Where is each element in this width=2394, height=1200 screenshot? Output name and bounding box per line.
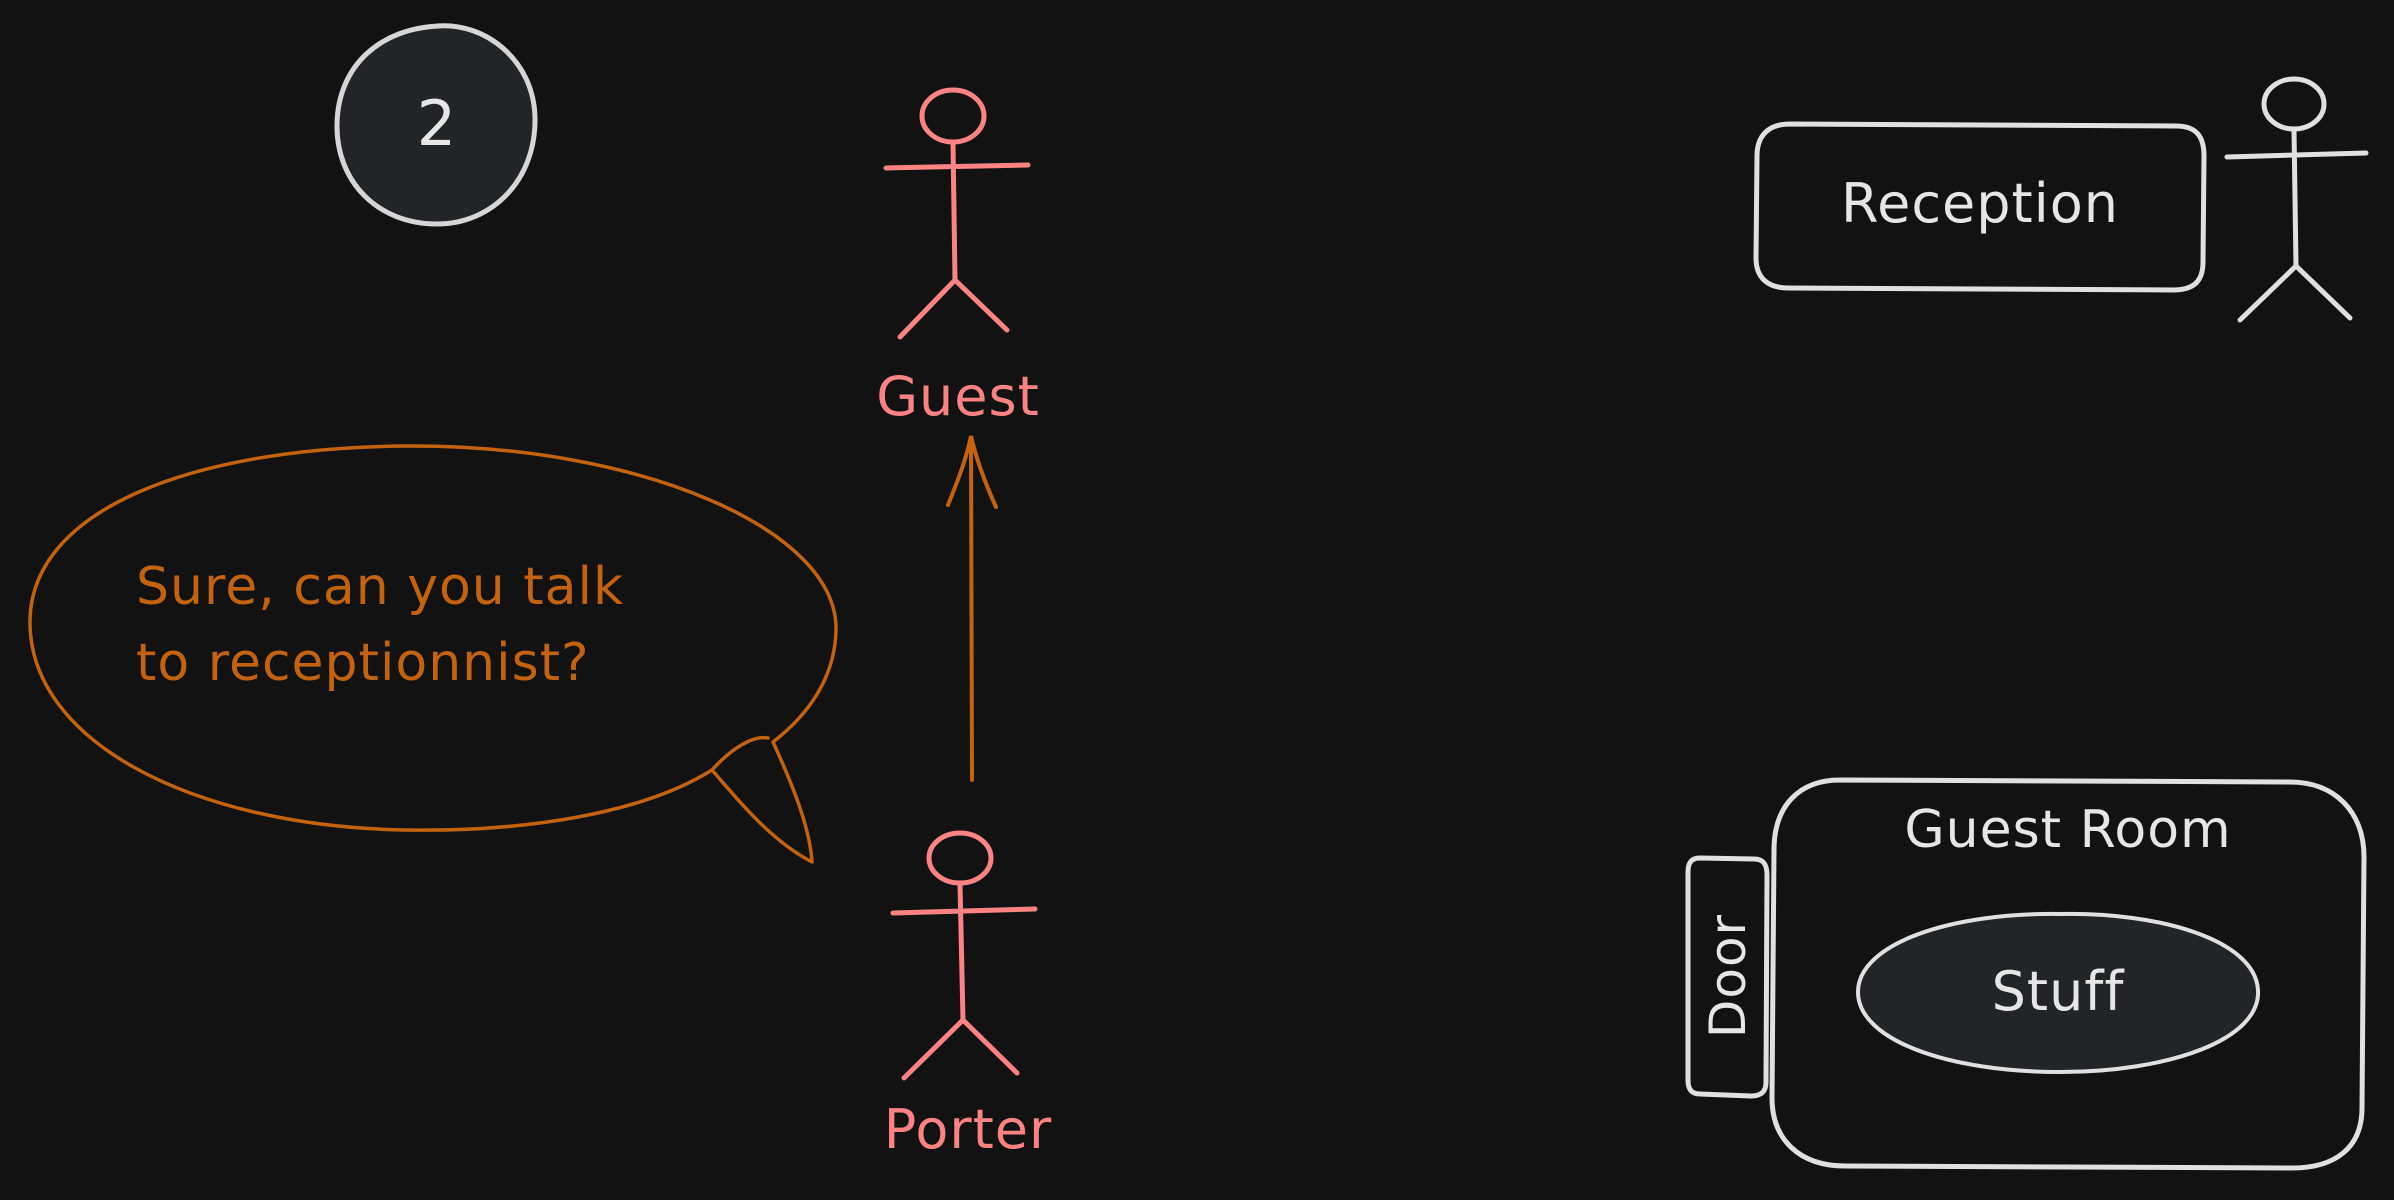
receptionist-actor xyxy=(2224,76,2369,323)
guest-room-walls xyxy=(1769,777,2367,1171)
stuff-label: Stuff xyxy=(1992,960,2126,1023)
guest-label: Guest xyxy=(876,365,1040,428)
speech-bubble-line-1: Sure, can you talk xyxy=(136,557,624,617)
request-arrow-head xyxy=(946,435,998,509)
guest-actor-body xyxy=(950,140,958,283)
speech-bubble: Sure, can you talk to receptionnist? xyxy=(28,444,838,864)
door-label: Door xyxy=(1699,914,1757,1038)
guest-actor-head xyxy=(919,87,987,145)
request-arrow xyxy=(946,435,998,782)
porter-actor-legs xyxy=(901,1016,1020,1081)
guest-room-title: Guest Room xyxy=(1904,800,2231,860)
receptionist-actor-head xyxy=(2261,76,2327,132)
reception-box xyxy=(1753,121,2207,293)
guest-actor xyxy=(883,87,1031,340)
receptionist-actor-legs xyxy=(2237,262,2353,323)
guest-actor-legs xyxy=(897,276,1010,340)
reception-label: Reception xyxy=(1841,172,2119,235)
guest-room: Guest Room Stuff Door xyxy=(1685,777,2367,1171)
guest-actor-arms xyxy=(883,162,1031,171)
speech-bubble-line-2: to receptionnist? xyxy=(136,633,590,693)
stuff-ellipse xyxy=(1855,911,2261,1075)
step-badge-label: 2 xyxy=(417,87,457,160)
porter-label: Porter xyxy=(884,1098,1052,1161)
receptionist-actor-body xyxy=(2291,127,2299,269)
porter-actor-body xyxy=(957,881,966,1023)
reception-desk: Reception xyxy=(1753,121,2207,293)
porter-actor-head xyxy=(926,830,994,886)
porter-actor-arms xyxy=(890,906,1038,916)
door xyxy=(1685,855,1770,1099)
step-badge: 2 xyxy=(334,23,538,227)
porter-actor xyxy=(890,830,1038,1081)
receptionist-actor-arms xyxy=(2224,150,2369,160)
speech-bubble-outline xyxy=(28,444,838,864)
